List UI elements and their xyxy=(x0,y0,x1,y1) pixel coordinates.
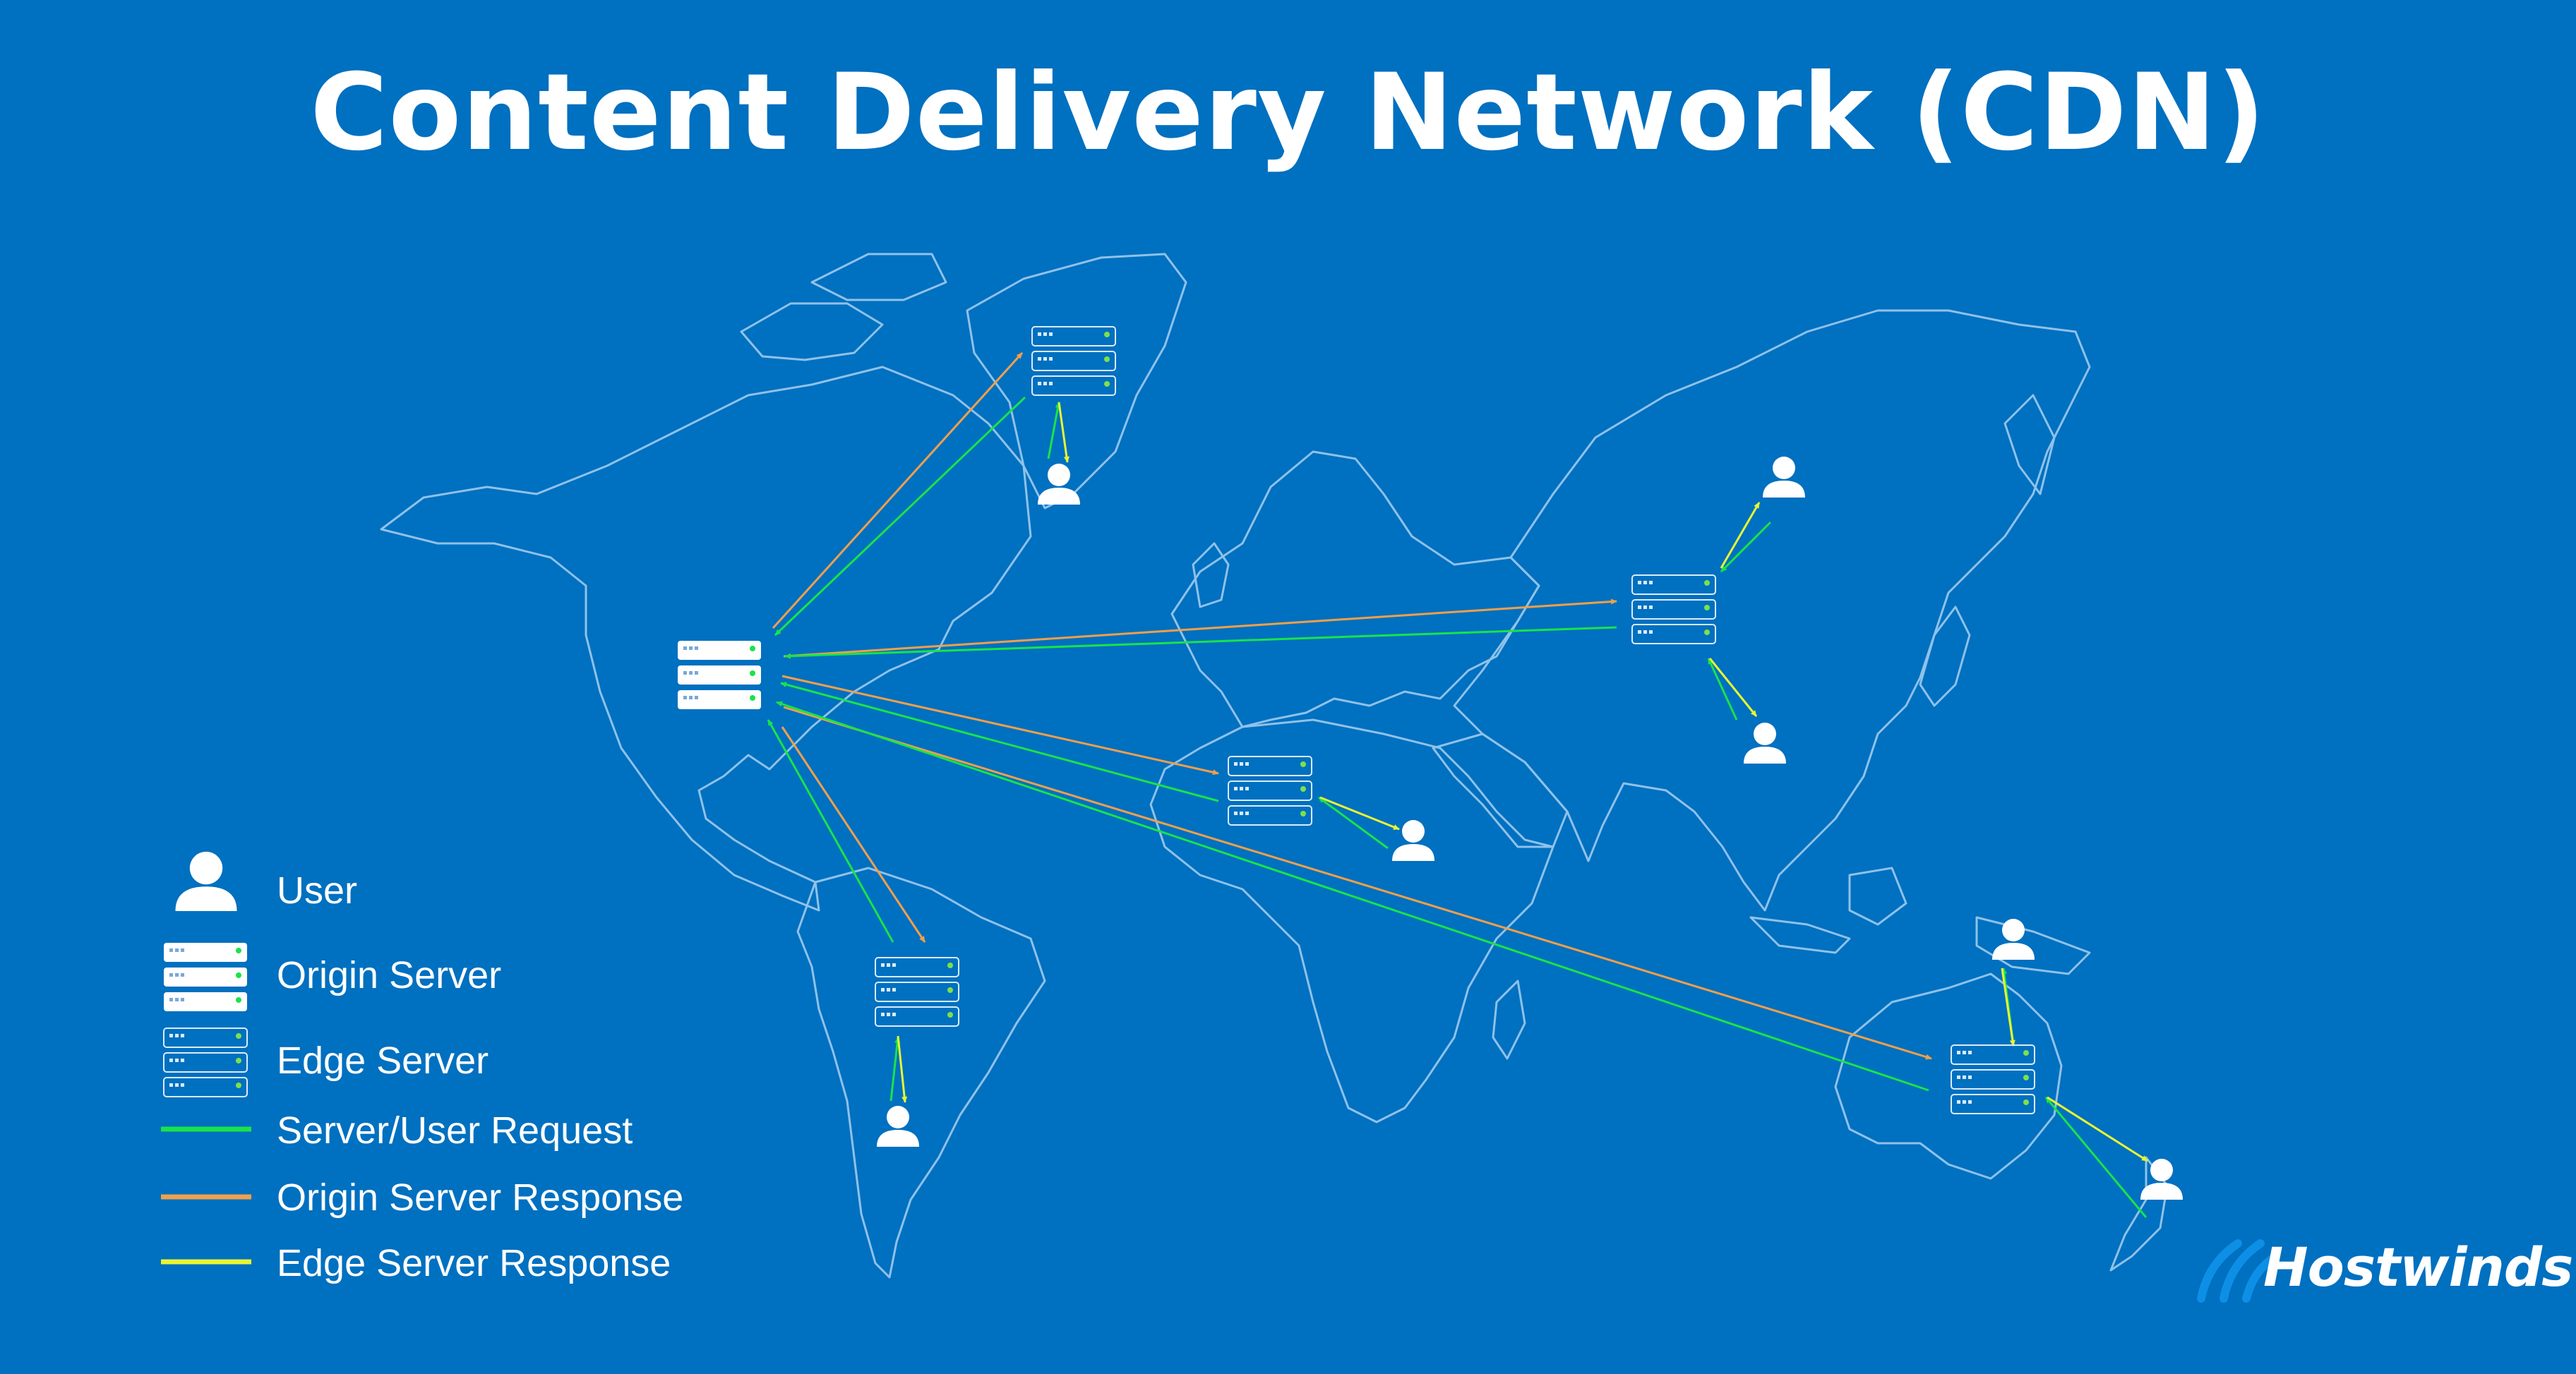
user-icon xyxy=(877,1106,919,1147)
edge-response-africa-user xyxy=(1319,796,1400,831)
island-new-guinea xyxy=(1975,916,2091,975)
legend-label-edge-response: Edge Server Response xyxy=(277,1242,671,1284)
world-map xyxy=(380,253,2169,1279)
islands-borneo xyxy=(1848,867,1907,926)
island-great-britain xyxy=(1192,542,1230,608)
edge-server-icon xyxy=(1631,574,1716,644)
edge-server-icon xyxy=(1951,1044,2035,1114)
continent-europe xyxy=(1170,450,1540,728)
edge-server-icon xyxy=(1228,756,1312,826)
request-line-australia-user-east xyxy=(2044,1097,2147,1218)
request-line-south-america xyxy=(767,719,894,943)
origin-server-icon xyxy=(678,641,761,709)
origin-server-icon xyxy=(164,943,247,1011)
edge-response-south-america-user xyxy=(897,1035,908,1103)
request-line-africa xyxy=(780,682,1219,802)
user-icon xyxy=(175,851,237,911)
request-line-south-america-user xyxy=(889,1037,901,1102)
edge-response-australia-user-north xyxy=(2001,968,2015,1047)
edge-response-asia-user-south xyxy=(1708,658,1758,717)
user-icon xyxy=(1392,820,1434,861)
hostwinds-logo-icon xyxy=(2197,1239,2280,1303)
continent-asia xyxy=(1453,309,2091,912)
edge-response-australia-user-east xyxy=(2047,1096,2148,1162)
request-line-asia-user-north xyxy=(1720,521,1772,573)
edge-server-icon xyxy=(875,957,959,1027)
edge-response-greenland-user xyxy=(1058,402,1070,463)
request-line-africa-user xyxy=(1318,796,1389,850)
legend-label-origin-response: Origin Server Response xyxy=(277,1176,684,1219)
continent-australia xyxy=(1834,972,2063,1180)
island-madagascar xyxy=(1492,980,1526,1060)
edge-server-icon xyxy=(163,1028,248,1097)
legend xyxy=(161,851,251,1265)
user-icon xyxy=(1992,919,2035,960)
connections xyxy=(767,351,2148,1218)
request-line-greenland xyxy=(774,396,1026,637)
legend-label-request: Server/User Request xyxy=(277,1109,633,1152)
request-line-australia xyxy=(776,701,1929,1092)
brand-logo: Hostwinds xyxy=(2259,1231,2573,1302)
edge-response-asia-user-north xyxy=(1720,502,1761,569)
request-line-asia xyxy=(784,626,1617,659)
legend-label-origin-server: Origin Server xyxy=(277,954,502,996)
user-icon xyxy=(1763,457,1805,498)
islands-indonesia xyxy=(1749,916,1851,954)
origin-response-greenland xyxy=(772,351,1024,629)
origin-response-asia xyxy=(783,598,1617,658)
arctic-islands xyxy=(740,302,884,361)
origin-response-africa xyxy=(781,675,1219,776)
legend-label-edge-server: Edge Server xyxy=(277,1039,489,1082)
island-japan xyxy=(1919,605,1971,707)
user-icon xyxy=(1038,464,1080,505)
continent-north-america xyxy=(380,366,1032,912)
user-icon xyxy=(1744,723,1786,764)
continent-south-america xyxy=(796,867,1046,1279)
page-title: Content Delivery Network (CDN) xyxy=(310,52,2266,174)
brand-name: Hostwinds xyxy=(2263,1235,2573,1298)
request-line-asia-user-south xyxy=(1707,658,1738,721)
continent-greenland xyxy=(966,253,1187,510)
arctic-islands-2 xyxy=(810,253,947,301)
origin-response-australia xyxy=(783,706,1932,1060)
origin-response-south-america xyxy=(781,726,926,943)
request-line-greenland-user xyxy=(1047,402,1061,459)
edge-server-icon xyxy=(1031,326,1116,396)
region-arabia xyxy=(1432,733,1569,848)
legend-label-user: User xyxy=(277,869,358,912)
continent-africa xyxy=(1149,718,1554,1123)
region-kamchatka xyxy=(2003,394,2056,495)
